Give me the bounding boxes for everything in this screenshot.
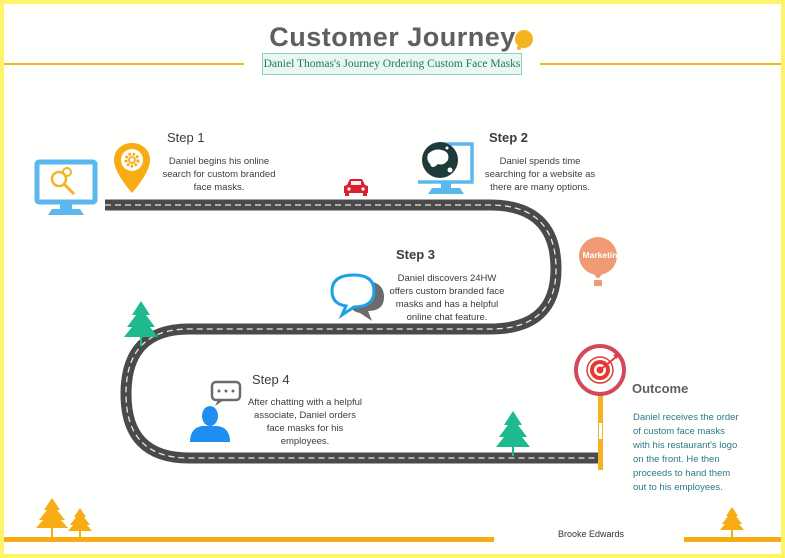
step-3-title: Step 3 — [396, 247, 436, 262]
location-gear-pin-icon — [114, 143, 150, 193]
target-sign-icon — [574, 344, 626, 470]
step-1-text-line: search for custom branded — [162, 169, 276, 180]
step-2-text-line: searching for a website as — [484, 169, 596, 180]
outcome-text-line: proceeds to hand them — [633, 468, 731, 479]
step-1-text-line: face masks. — [193, 182, 245, 193]
globe-computer-icon — [418, 142, 474, 194]
author-name: Brooke Edwards — [558, 529, 625, 539]
outcome-text-line: on the front. He then — [633, 454, 720, 465]
step-1-text-line: Daniel begins his online — [168, 156, 270, 167]
step-2-text-line: Daniel spends time — [499, 156, 581, 167]
person-chat-icon — [190, 380, 242, 442]
tree-icon — [124, 301, 158, 346]
step-4-text-line: face masks for his — [266, 423, 344, 434]
road-lane-marking — [105, 204, 596, 459]
page-title: Customer Journey — [269, 22, 516, 52]
step-2-text-line: there are many options. — [490, 182, 590, 193]
orange-tree-icon — [68, 508, 92, 538]
orange-tree-icon — [36, 498, 68, 537]
search-computer-icon — [34, 159, 98, 215]
outcome-title: Outcome — [632, 381, 689, 396]
journey-canvas: Customer Journey Daniel Thomas's Journey… — [4, 4, 781, 554]
step-3-text-line: online chat feature. — [406, 312, 488, 323]
outcome-text-line: with his restaurant's logo — [633, 440, 738, 451]
road — [105, 199, 600, 464]
step-3-text-line: Daniel discovers 24HW — [397, 273, 497, 284]
step-1-title: Step 1 — [167, 130, 205, 145]
ground-line-left — [4, 537, 494, 542]
step-3-text-line: offers custom branded face — [389, 286, 505, 297]
step-2-title: Step 2 — [489, 130, 529, 145]
tree-icon — [496, 411, 530, 456]
outcome-text: Daniel receives the order of custom face… — [633, 411, 763, 495]
step-4-title: Step 4 — [252, 372, 290, 387]
ground-line-right — [684, 537, 781, 542]
orange-tree-icon — [720, 507, 744, 538]
header-rule-right — [540, 63, 781, 65]
marketing-balloon-icon — [579, 237, 617, 286]
subtitle-box: Daniel Thomas's Journey Ordering Custom … — [262, 53, 522, 75]
step-2-text: Daniel spends time searching for a websi… — [476, 155, 604, 194]
title-dot-icon — [515, 30, 533, 50]
outcome-text-line: of custom face masks — [633, 426, 725, 437]
step-4-text: After chatting with a helpful associate,… — [240, 396, 370, 448]
outcome-text-line: Daniel receives the order — [633, 412, 739, 423]
car-icon — [344, 179, 368, 196]
step-4-text-line: associate, Daniel orders — [254, 410, 356, 421]
outcome-text-line: out to his employees. — [633, 482, 723, 493]
chat-bubbles-icon — [330, 273, 384, 321]
step-4-text-line: After chatting with a helpful — [247, 397, 363, 408]
step-3-text: Daniel discovers 24HW offers custom bran… — [382, 272, 512, 324]
step-3-text-line: masks and has a helpful — [395, 299, 499, 310]
step-4-text-line: employees. — [280, 436, 330, 447]
step-1-text: Daniel begins his online search for cust… — [154, 155, 284, 194]
balloon-label: Marketin — [582, 250, 618, 260]
header-rule-left — [4, 63, 244, 65]
